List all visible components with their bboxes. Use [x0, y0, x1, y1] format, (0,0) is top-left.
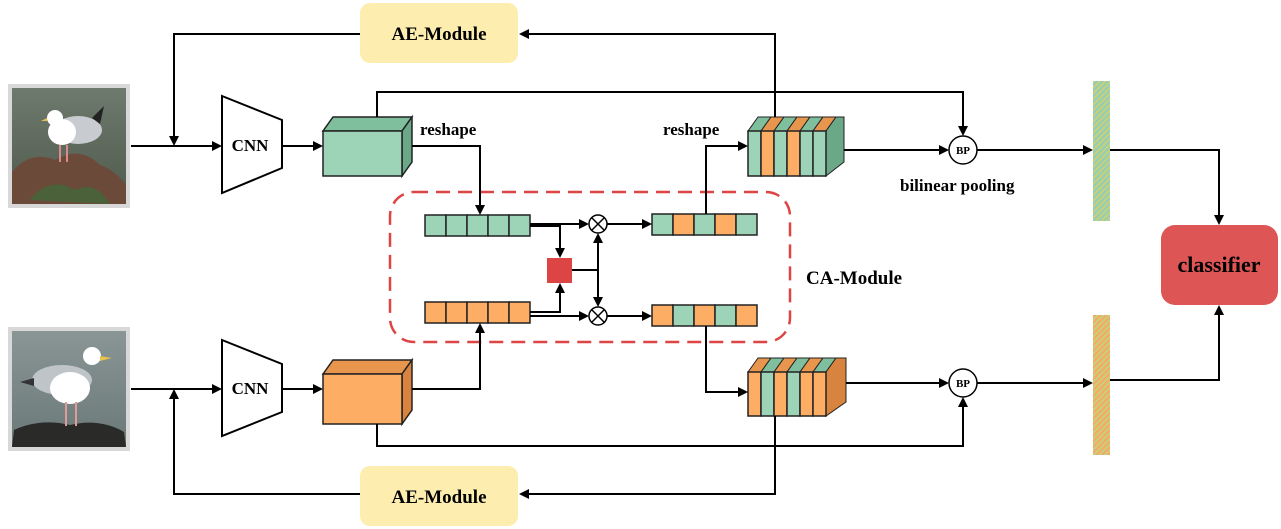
- reshape-right-label: reshape: [663, 120, 720, 139]
- bp-bottom: BP: [948, 368, 978, 398]
- cnn-top: CNN: [221, 94, 283, 195]
- svg-text:classifier: classifier: [1177, 252, 1260, 277]
- bottom-bird-photo: [8, 327, 130, 451]
- top-bird-photo: [8, 84, 130, 208]
- ca-module-box: [388, 190, 792, 344]
- vector-bottom-right: [651, 304, 758, 327]
- svg-text:AE-Module: AE-Module: [392, 24, 487, 45]
- feature-map-bottom: [321, 357, 414, 427]
- bilinear-pooling-label: bilinear pooling: [900, 176, 1015, 195]
- pooled-vector-top: [1093, 81, 1110, 221]
- cnn-bottom: CNN: [221, 338, 283, 438]
- attention-square: [547, 258, 572, 283]
- vector-bottom-left: [424, 301, 531, 324]
- multiply-top-icon: [588, 214, 608, 234]
- vector-top-right: [651, 213, 758, 236]
- vector-top-left: [424, 214, 531, 237]
- svg-text:CNN: CNN: [232, 136, 270, 155]
- feature-block-top: [747, 116, 845, 178]
- ca-module-label: CA-Module: [806, 268, 902, 289]
- svg-text:BP: BP: [956, 378, 970, 390]
- pooled-vector-bottom: [1093, 315, 1110, 455]
- ae-module-bottom: AE-Module: [360, 466, 518, 526]
- ae-module-top: AE-Module: [360, 3, 518, 63]
- multiply-bottom-icon: [588, 306, 608, 326]
- svg-text:CNN: CNN: [232, 379, 270, 398]
- bp-top: BP: [948, 135, 978, 165]
- classifier: classifier: [1161, 225, 1278, 305]
- feature-map-top: [321, 114, 414, 179]
- connectors: [131, 29, 1224, 499]
- svg-text:AE-Module: AE-Module: [392, 487, 487, 508]
- svg-text:BP: BP: [956, 145, 970, 157]
- feature-block-bottom: [747, 357, 847, 417]
- reshape-left-label: reshape: [420, 120, 477, 139]
